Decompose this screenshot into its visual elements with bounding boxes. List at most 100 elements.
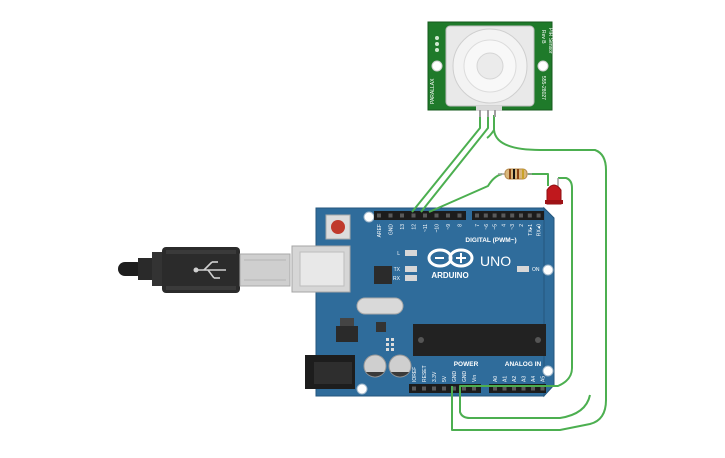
header-socket[interactable] (388, 213, 393, 218)
pin-label: A2 (512, 376, 518, 382)
resistor-band (513, 169, 515, 179)
pin-label: GND (452, 371, 458, 383)
analog-header-sockets (493, 386, 545, 391)
pin-label: 7 (475, 224, 481, 227)
icsp-header (386, 338, 394, 351)
pin-label: 4 (501, 224, 507, 227)
header-socket[interactable] (527, 213, 532, 218)
header-socket[interactable] (400, 213, 404, 218)
header-socket[interactable] (475, 213, 479, 218)
power-jack-inner (314, 362, 352, 384)
pin-label: GND (462, 371, 468, 383)
pir-title: PIR Sensor (547, 28, 553, 54)
header-socket[interactable] (483, 213, 488, 218)
pin-label: RESET (422, 365, 428, 382)
voltage-regulator (336, 326, 358, 342)
header-socket[interactable] (519, 213, 523, 218)
mounting-hole (537, 60, 549, 72)
wires (411, 115, 607, 431)
brand-label: ARDUINO (431, 271, 468, 280)
usb-collar (152, 252, 162, 286)
digital-header-right (472, 211, 544, 220)
header-socket[interactable] (512, 386, 516, 391)
pin-label: 12 (412, 224, 418, 230)
reset-button[interactable] (325, 214, 351, 240)
header-socket[interactable] (423, 213, 427, 218)
pir-sensor[interactable]: PIR Sensor Rev B 555-28027 PARALLAX (427, 21, 553, 117)
header-socket[interactable] (434, 213, 439, 218)
header-socket[interactable] (462, 386, 466, 391)
pin-label: RX◂0 (537, 224, 543, 236)
pir-pin-header (476, 106, 502, 111)
digital-header-sockets (377, 213, 462, 218)
usb-symbol-dot (193, 267, 199, 273)
wire-sensor-gnd[interactable] (411, 115, 481, 213)
header-socket[interactable] (446, 213, 450, 218)
header-socket[interactable] (377, 213, 381, 218)
pin-label: A1 (503, 376, 509, 382)
power-header-sockets (412, 386, 476, 391)
led-tx-label: TX (394, 267, 401, 273)
pin-label: ~10 (435, 224, 441, 233)
mounting-hole (431, 60, 443, 72)
analog-header-label: ANALOG IN (505, 361, 542, 368)
wire-sensor-signal[interactable] (420, 115, 489, 213)
header-socket[interactable] (492, 213, 497, 218)
resistor[interactable] (498, 168, 532, 180)
header-socket[interactable] (493, 386, 497, 391)
header-socket[interactable] (501, 213, 506, 218)
header-socket[interactable] (411, 213, 416, 218)
usb-symbol-icon (196, 261, 226, 279)
header-socket[interactable] (531, 386, 535, 391)
header-socket[interactable] (442, 386, 446, 391)
wire-sensor-vcc[interactable] (451, 129, 607, 431)
header-socket[interactable] (412, 386, 416, 391)
led-rx-indicator (405, 275, 417, 281)
red-led[interactable] (545, 178, 563, 205)
resistor-band (517, 169, 519, 179)
usb-b-metal (239, 253, 291, 287)
pin-label: 8 (458, 224, 464, 227)
header-socket[interactable] (521, 386, 526, 391)
led-rx-label: RX (393, 276, 401, 282)
wire-led-gnd[interactable] (459, 177, 591, 419)
pin-label: Vin (472, 375, 478, 382)
pin-label: A0 (493, 376, 499, 382)
header-socket[interactable] (452, 386, 456, 391)
header-socket[interactable] (432, 386, 436, 391)
pin-label: 2 (519, 224, 525, 227)
pin-label: 5V (442, 375, 448, 382)
led-tx-indicator (405, 266, 417, 272)
mounting-hole (363, 211, 375, 223)
wire-resistor-led (528, 173, 549, 186)
pin-label: ~5 (493, 224, 499, 230)
usb-chip (374, 266, 392, 284)
header-socket[interactable] (472, 386, 476, 391)
header-socket[interactable] (502, 386, 507, 391)
voltage-regulator-tab (340, 318, 354, 326)
pin-label: GND (389, 224, 395, 236)
header-socket[interactable] (540, 386, 545, 391)
mounting-hole (356, 383, 368, 395)
atmega-chip (413, 324, 546, 356)
digital-header-left (374, 211, 466, 220)
header-socket[interactable] (510, 213, 515, 218)
led-l-label: L (397, 251, 400, 257)
pin-label: ~11 (423, 224, 429, 232)
usb-cable[interactable] (118, 247, 291, 293)
small-component (376, 322, 386, 332)
pin-label: ~3 (510, 224, 516, 230)
pir-pad (435, 36, 439, 40)
header-socket[interactable] (422, 386, 426, 391)
wire-resistor-pin13[interactable] (428, 173, 503, 213)
resistor-band (509, 169, 511, 179)
pin-label: ~9 (446, 224, 452, 230)
header-socket[interactable] (457, 213, 462, 218)
usb-plug-ridge (166, 286, 236, 290)
mounting-hole (542, 264, 554, 276)
pir-pad (435, 48, 439, 52)
header-socket[interactable] (536, 213, 541, 218)
on-label: ON (532, 267, 540, 273)
